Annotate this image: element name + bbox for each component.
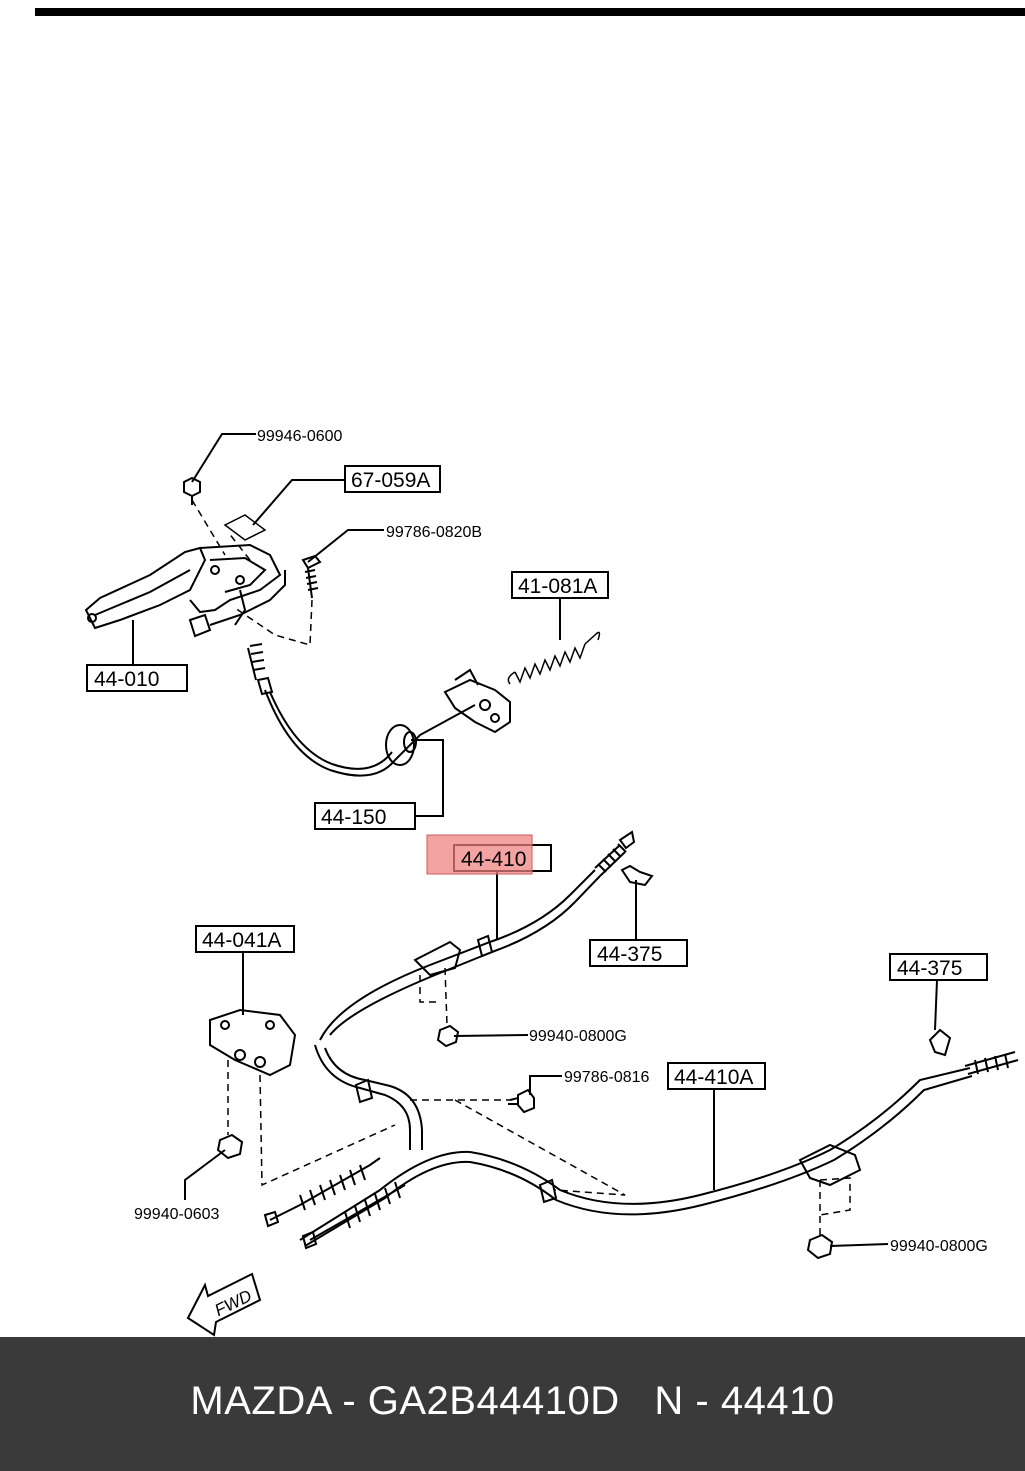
nut-99940-0603 [216,1133,244,1160]
cable-ends-left [263,1157,406,1250]
front-cable [247,643,476,777]
bolt-99786-0820B [301,554,322,599]
part-number-caption: MAZDA - GA2B44410D N - 44410 [190,1378,835,1423]
fwd-arrow-icon: FWD [186,1272,262,1337]
equalizer-bracket [443,668,511,734]
fastener-99786-0816: 99786-0816 [564,1069,650,1086]
bolt-99786-0816 [508,1088,535,1114]
fastener-99940-0800G-upper: 99940-0800G [529,1028,627,1045]
top-rule [35,8,1025,16]
cover-plate [223,514,267,541]
callout-44-041A-label: 44-041A [202,929,281,952]
callout-44-410A-label: 44-410A [674,1066,753,1089]
footer-bar: MAZDA - GA2B44410D N - 44410 [0,1337,1025,1471]
guide-lines [191,499,851,1238]
rear-cable-right [299,1051,1019,1247]
callout-44-410A: 44-410A [667,1062,766,1090]
cable-clip-right [928,1028,952,1057]
callout-41-081A: 41-081A [511,571,609,599]
callout-44-010: 44-010 [86,664,188,692]
fastener-99940-0800G-lower: 99940-0800G [890,1238,988,1255]
callout-44-041A: 44-041A [195,925,295,953]
fastener-99786-0820B: 99786-0820B [386,524,482,541]
fastener-99946-0600: 99946-0600 [257,428,343,445]
callout-41-081A-label: 41-081A [518,575,597,598]
return-spring [507,631,601,685]
callout-44-375-upper: 44-375 [589,939,688,967]
callout-44-375-right-label: 44-375 [897,957,962,980]
callout-44-375-upper-label: 44-375 [597,943,662,966]
callout-44-375-right: 44-375 [889,953,988,981]
callout-44-150: 44-150 [314,802,416,830]
parts-diagram: 44-010 67-059A 41-081A 44-150 44-410 44-… [35,8,1025,1337]
callout-67-059A: 67-059A [344,465,441,493]
leader-lines [132,433,938,1247]
callout-44-410[interactable]: 44-410 [426,834,552,875]
callout-67-059A-label: 67-059A [351,469,430,492]
callout-44-010-label: 44-010 [94,668,159,691]
callout-44-410-label: 44-410 [461,848,526,871]
parking-brake-lever [84,543,286,638]
bracket-44-041A [209,1008,297,1077]
rear-cable-left [314,830,636,1150]
callout-44-150-label: 44-150 [321,806,386,829]
fastener-99940-0603: 99940-0603 [134,1206,220,1223]
cable-clip-upper [620,864,654,887]
nut-99940-0800G-lower [806,1233,834,1260]
highlight-44-410 [426,834,533,875]
nut-99940-0800G-upper [436,1024,460,1048]
